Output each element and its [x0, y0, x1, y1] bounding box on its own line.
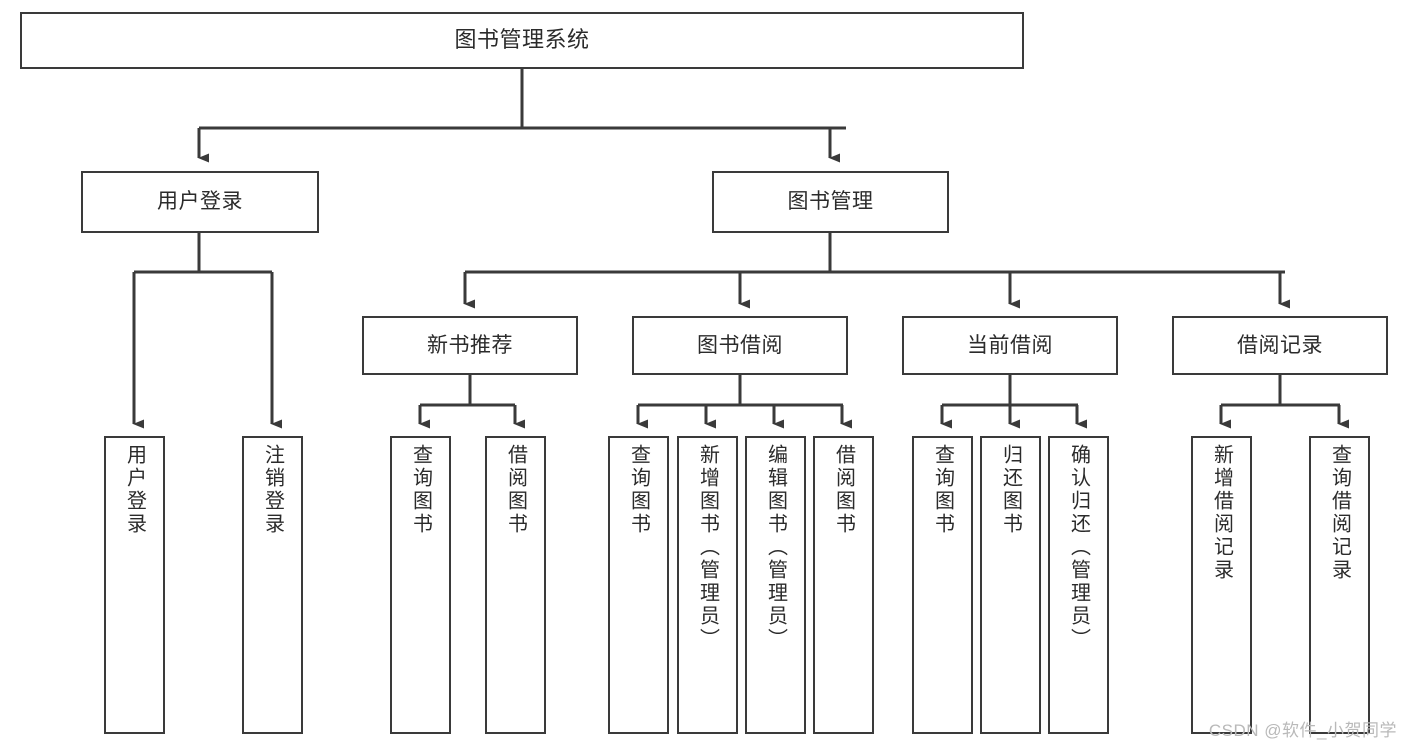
node-leaf-query-book-3[interactable]: 查询图书 — [912, 436, 973, 734]
node-leaf-return-book-label: 归还图书 — [999, 444, 1022, 536]
node-leaf-query-record-label: 查询借阅记录 — [1328, 444, 1351, 582]
node-leaf-add-book[interactable]: 新增图书（管理员） — [677, 436, 738, 734]
node-leaf-query-book-2[interactable]: 查询图书 — [608, 436, 669, 734]
node-leaf-query-book-2-label: 查询图书 — [627, 444, 650, 536]
node-root[interactable]: 图书管理系统 — [20, 12, 1024, 69]
node-leaf-edit-book-label: 编辑图书（管理员） — [764, 444, 787, 651]
node-book-management[interactable]: 图书管理 — [712, 171, 949, 233]
node-leaf-logout-login-label: 注销登录 — [261, 444, 284, 536]
node-current-borrow[interactable]: 当前借阅 — [902, 316, 1118, 375]
node-leaf-borrow-book-2-label: 借阅图书 — [832, 444, 855, 536]
node-leaf-confirm-return-label: 确认归还（管理员） — [1067, 444, 1090, 651]
node-leaf-query-book-3-label: 查询图书 — [931, 444, 954, 536]
node-leaf-borrow-book-2[interactable]: 借阅图书 — [813, 436, 874, 734]
node-leaf-query-record[interactable]: 查询借阅记录 — [1309, 436, 1370, 734]
csdn-watermark: CSDN @软件_小贺同学 — [1208, 721, 1397, 740]
node-leaf-add-record[interactable]: 新增借阅记录 — [1191, 436, 1252, 734]
node-borrow-record[interactable]: 借阅记录 — [1172, 316, 1388, 375]
node-leaf-user-login-label: 用户登录 — [123, 444, 146, 536]
node-leaf-query-book-1[interactable]: 查询图书 — [390, 436, 451, 734]
node-leaf-logout-login[interactable]: 注销登录 — [242, 436, 303, 734]
node-book-borrow[interactable]: 图书借阅 — [632, 316, 848, 375]
node-user-login[interactable]: 用户登录 — [81, 171, 319, 233]
node-leaf-add-book-label: 新增图书（管理员） — [696, 444, 719, 651]
node-leaf-edit-book[interactable]: 编辑图书（管理员） — [745, 436, 806, 734]
node-leaf-borrow-book-1-label: 借阅图书 — [504, 444, 527, 536]
node-leaf-return-book[interactable]: 归还图书 — [980, 436, 1041, 734]
node-leaf-user-login[interactable]: 用户登录 — [104, 436, 165, 734]
node-leaf-query-book-1-label: 查询图书 — [409, 444, 432, 536]
node-leaf-borrow-book-1[interactable]: 借阅图书 — [485, 436, 546, 734]
node-leaf-add-record-label: 新增借阅记录 — [1210, 444, 1233, 582]
node-leaf-confirm-return[interactable]: 确认归还（管理员） — [1048, 436, 1109, 734]
node-new-book-recommend[interactable]: 新书推荐 — [362, 316, 578, 375]
